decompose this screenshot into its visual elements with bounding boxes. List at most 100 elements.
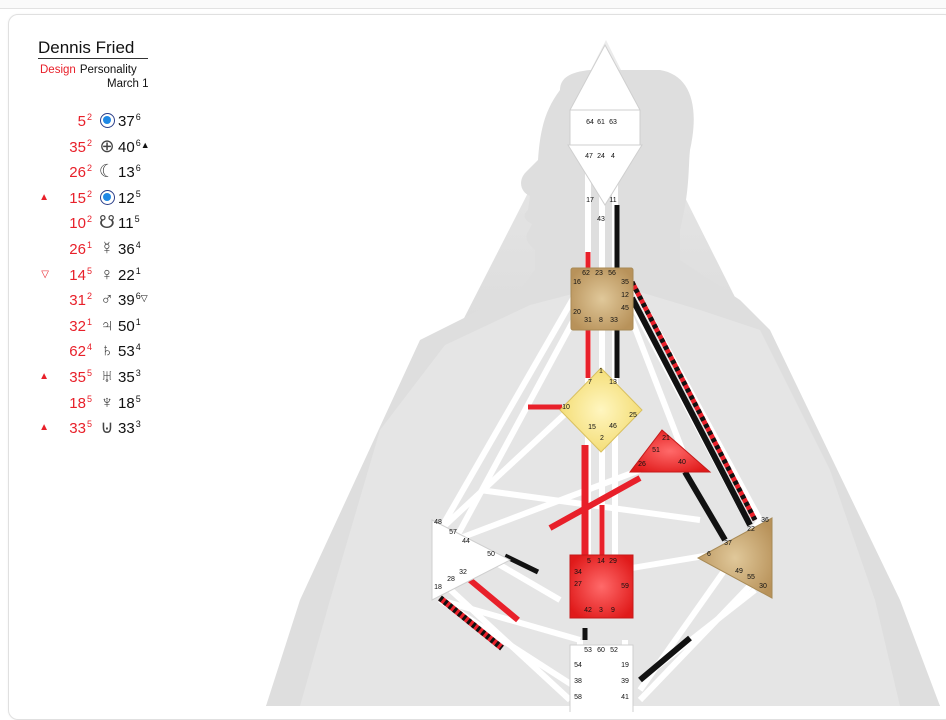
design-gate: 355	[69, 367, 92, 386]
gate-number: 60	[597, 647, 605, 654]
gate-number: 7	[588, 379, 592, 386]
design-fixing-mark: ▽	[41, 268, 49, 280]
activation-row: 262☾136	[18, 161, 208, 187]
sun-icon	[96, 110, 118, 130]
gate-number: 37	[724, 540, 732, 547]
personality-gate: 501	[118, 316, 141, 335]
activation-row: 261 ☿364	[18, 238, 208, 264]
gate-number: 53	[584, 647, 592, 654]
design-gate: 261	[69, 239, 92, 258]
gate-number: 28	[447, 576, 455, 583]
gate-number: 18	[434, 584, 442, 591]
gate-number: 12	[621, 292, 629, 299]
gate-number: 38	[574, 678, 582, 685]
activation-row: 624♄534	[18, 340, 208, 366]
gate-number: 43	[597, 216, 605, 223]
gate-number: 54	[574, 662, 582, 669]
design-gate: 352	[69, 137, 92, 156]
design-gate: 145	[69, 265, 92, 284]
gate-number: 57	[449, 529, 457, 536]
design-gate: 312	[69, 291, 92, 310]
chart-name: Dennis Fried	[38, 38, 149, 59]
design-fixing-mark: ▲	[39, 191, 49, 203]
gate-number: 48	[434, 519, 442, 526]
design-gate: 185	[69, 393, 92, 412]
jupiter-icon: ♃	[100, 314, 114, 335]
design-fixing-mark: ▲	[39, 422, 49, 434]
gate-number: 56	[608, 270, 616, 277]
personality-gate: 221	[118, 265, 141, 284]
design-gate: 321	[69, 316, 92, 335]
gate-number: 5	[587, 558, 591, 565]
gate-number: 46	[609, 423, 617, 430]
gate-number: 14	[597, 558, 605, 565]
design-gate: 102	[69, 214, 92, 233]
gate-number: 31	[584, 317, 592, 324]
activation-row: 102☋115	[18, 212, 208, 238]
personality-fixing-mark: ▽	[140, 293, 148, 304]
root-center	[569, 644, 634, 712]
gate-number: 29	[609, 558, 617, 565]
gate-number: 58	[574, 694, 582, 701]
gate-number: 9	[611, 607, 615, 614]
personality-gate: 534	[118, 342, 141, 361]
south-node-icon: ☋	[99, 212, 115, 233]
gate-number: 27	[574, 581, 582, 588]
personality-gate: 406▲	[118, 137, 150, 156]
activation-row: ▽145♀221	[18, 264, 208, 290]
activation-row: 352 ⊕406▲	[18, 136, 208, 162]
moon-icon: ☾	[98, 161, 116, 182]
personality-gate: 364	[118, 239, 141, 258]
gate-number: 45	[621, 305, 629, 312]
gate-number: 8	[599, 317, 603, 324]
personality-gate: 185	[118, 393, 141, 412]
gate-number: 49	[735, 568, 743, 575]
design-gate: 335	[69, 419, 92, 438]
gate-number: 3	[599, 607, 603, 614]
activation-row: 52 376	[18, 110, 208, 136]
pluto-icon: ⊍	[100, 417, 114, 438]
gate-number: 25	[629, 412, 637, 419]
personality-gate: 376	[118, 112, 141, 130]
throat-center	[570, 267, 634, 331]
personality-fixing-mark: ▲	[140, 139, 150, 150]
gate-number: 39	[621, 678, 629, 685]
sacral-center	[569, 554, 634, 619]
gate-number: 51	[652, 447, 660, 454]
spleen-center	[431, 519, 512, 601]
design-fixing-mark: ▲	[39, 370, 49, 382]
ajna-center	[567, 144, 643, 206]
uranus-icon: ♅	[100, 365, 114, 386]
gate-number: 1	[599, 368, 603, 375]
gate-number: 23	[595, 270, 603, 277]
gate-number: 52	[610, 647, 618, 654]
mercury-icon: ☿	[100, 237, 114, 258]
head-base	[569, 109, 641, 146]
gate-number: 11	[609, 197, 616, 204]
gate-number: 17	[586, 197, 594, 204]
gate-number: 26	[638, 461, 646, 468]
gate-number: 35	[621, 279, 629, 286]
gate-number: 10	[562, 404, 570, 411]
activation-row: 185♆185	[18, 392, 208, 418]
legend-design: Design	[40, 64, 76, 76]
earth-icon: ⊕	[99, 135, 115, 156]
gate-number: 40	[678, 459, 686, 466]
gate-number: 62	[582, 270, 590, 277]
personality-gate: 353	[118, 367, 141, 386]
g-center	[559, 367, 643, 453]
legend-personality: Personality	[79, 64, 137, 76]
gate-number: 21	[662, 435, 670, 442]
gate-number: 30	[759, 583, 767, 590]
gate-number: 20	[573, 309, 581, 316]
gate-number: 63	[609, 119, 617, 126]
design-gate: 152	[69, 188, 92, 207]
gate-number: 16	[573, 279, 581, 286]
gate-number: 19	[621, 662, 629, 669]
gate-number: 24	[597, 153, 605, 160]
gate-number: 42	[584, 607, 592, 614]
design-gate: 52	[77, 112, 92, 130]
top-bar	[0, 0, 946, 9]
saturn-icon: ♄	[100, 340, 114, 361]
